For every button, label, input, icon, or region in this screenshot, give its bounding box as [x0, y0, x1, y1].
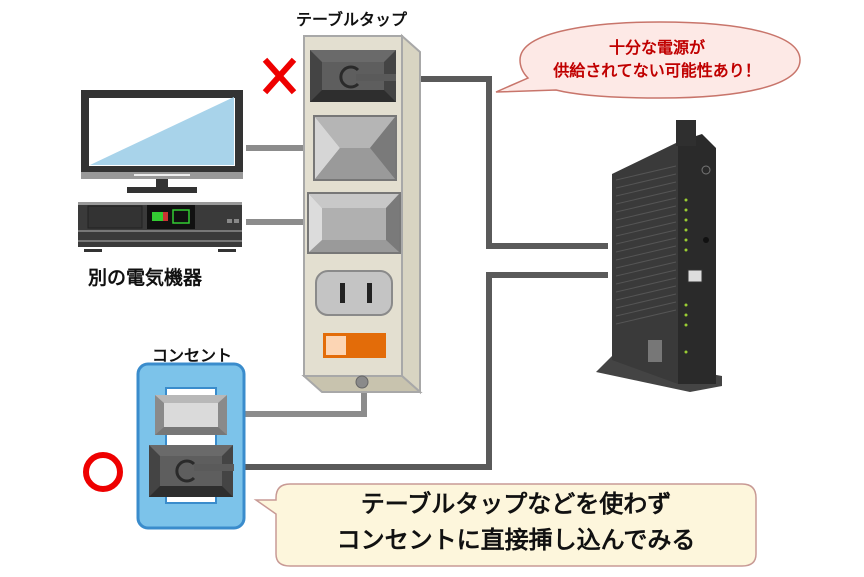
strip-plug-tv [313, 115, 397, 181]
router-icon [596, 120, 722, 392]
tv-icon [81, 90, 243, 193]
power-strip-label: テーブルタップ [296, 10, 408, 29]
warning-line-1: 十分な電源が [608, 38, 705, 57]
outlet-plug-strip [155, 395, 227, 435]
strip-switch [323, 333, 386, 358]
warning-line-2: 供給されてない可能性あり！ [553, 61, 761, 80]
router-vents [615, 165, 677, 325]
bad-mark-icon [262, 57, 297, 95]
wall-outlet [136, 362, 246, 530]
strip-plug-unsafe [310, 50, 396, 102]
tip-line-2: コンセントに直接挿し込んでみる [336, 526, 696, 554]
other-devices-label: 別の電気機器 [88, 267, 203, 289]
strip-cord-exit [355, 375, 369, 389]
cables [200, 76, 608, 470]
router-leds [684, 198, 688, 354]
strip-plug-recorder [307, 192, 401, 254]
cable-strip-to-router [360, 76, 608, 249]
tip-callout-text: テーブルタップなどを使わず コンセントに直接挿し込んでみる [276, 486, 756, 558]
cable-strip-to-outlet [226, 383, 367, 417]
recorder-icon [78, 202, 242, 252]
good-mark-icon [83, 452, 123, 492]
strip-empty-socket [315, 270, 393, 316]
warning-callout [495, 21, 801, 99]
cable-outlet-to-router [200, 272, 608, 470]
outlet-plug-router [149, 445, 234, 497]
tip-line-1: テーブルタップなどを使わず [360, 490, 672, 518]
tip-callout [253, 483, 757, 567]
wall-outlet-label: コンセント [152, 346, 233, 365]
power-strip [301, 33, 423, 395]
warning-callout-text: 十分な電源が 供給されてない可能性あり！ [512, 36, 802, 82]
